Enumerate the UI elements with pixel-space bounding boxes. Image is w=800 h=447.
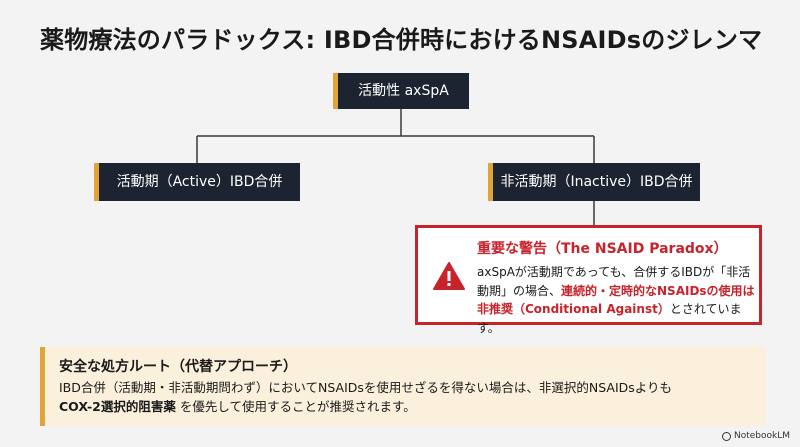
- footer-brand-label: NotebookLM: [733, 431, 790, 441]
- root-node: 活動性 axSpA: [333, 73, 469, 109]
- recommendation-body-text: IBD合併（活動期・非活動期問わず）においてNSAIDsを使用せざるを得ない場合…: [59, 380, 673, 395]
- notebooklm-logo-icon: [721, 431, 731, 441]
- warning-box: 重要な警告（The NSAID Paradox） axSpAが活動期であっても、…: [415, 225, 762, 335]
- warning-title: 重要な警告（The NSAID Paradox）: [477, 241, 728, 257]
- recommendation-box: 安全な処方ルート（代替アプローチ） IBD合併（活動期・非活動期問わず）において…: [40, 347, 766, 426]
- warning-triangle-icon: [433, 262, 465, 290]
- warning-body-text: axSpAが活動期であっても、合併するIBDが「非活動期」の場合、: [477, 265, 751, 298]
- warning-body-end: とされています。: [477, 302, 742, 335]
- recommendation-body: IBD合併（活動期・非活動期問わず）においてNSAIDsを使用せざるを得ない場合…: [59, 378, 759, 416]
- footer-brand: NotebookLM: [721, 431, 790, 441]
- branch-node-inactive: 非活動期（Inactive）IBD合併: [488, 163, 700, 201]
- recommendation-title: 安全な処方ルート（代替アプローチ）: [59, 359, 297, 375]
- recommendation-body-end: を優先して使用することが推奨されます。: [175, 399, 416, 414]
- warning-highlight: 連続的・定時的なNSAIDsの使用は非推奨（Conditional Agains…: [477, 283, 755, 317]
- page-title: 薬物療法のパラドックス: IBD合併時におけるNSAIDsのジレンマ: [40, 26, 763, 54]
- branch-node-active: 活動期（Active）IBD合併: [94, 163, 300, 201]
- warning-body: axSpAが活動期であっても、合併するIBDが「非活動期」の場合、連続的・定時的…: [477, 263, 755, 337]
- recommendation-bold: COX-2選択的阻害薬: [59, 399, 176, 414]
